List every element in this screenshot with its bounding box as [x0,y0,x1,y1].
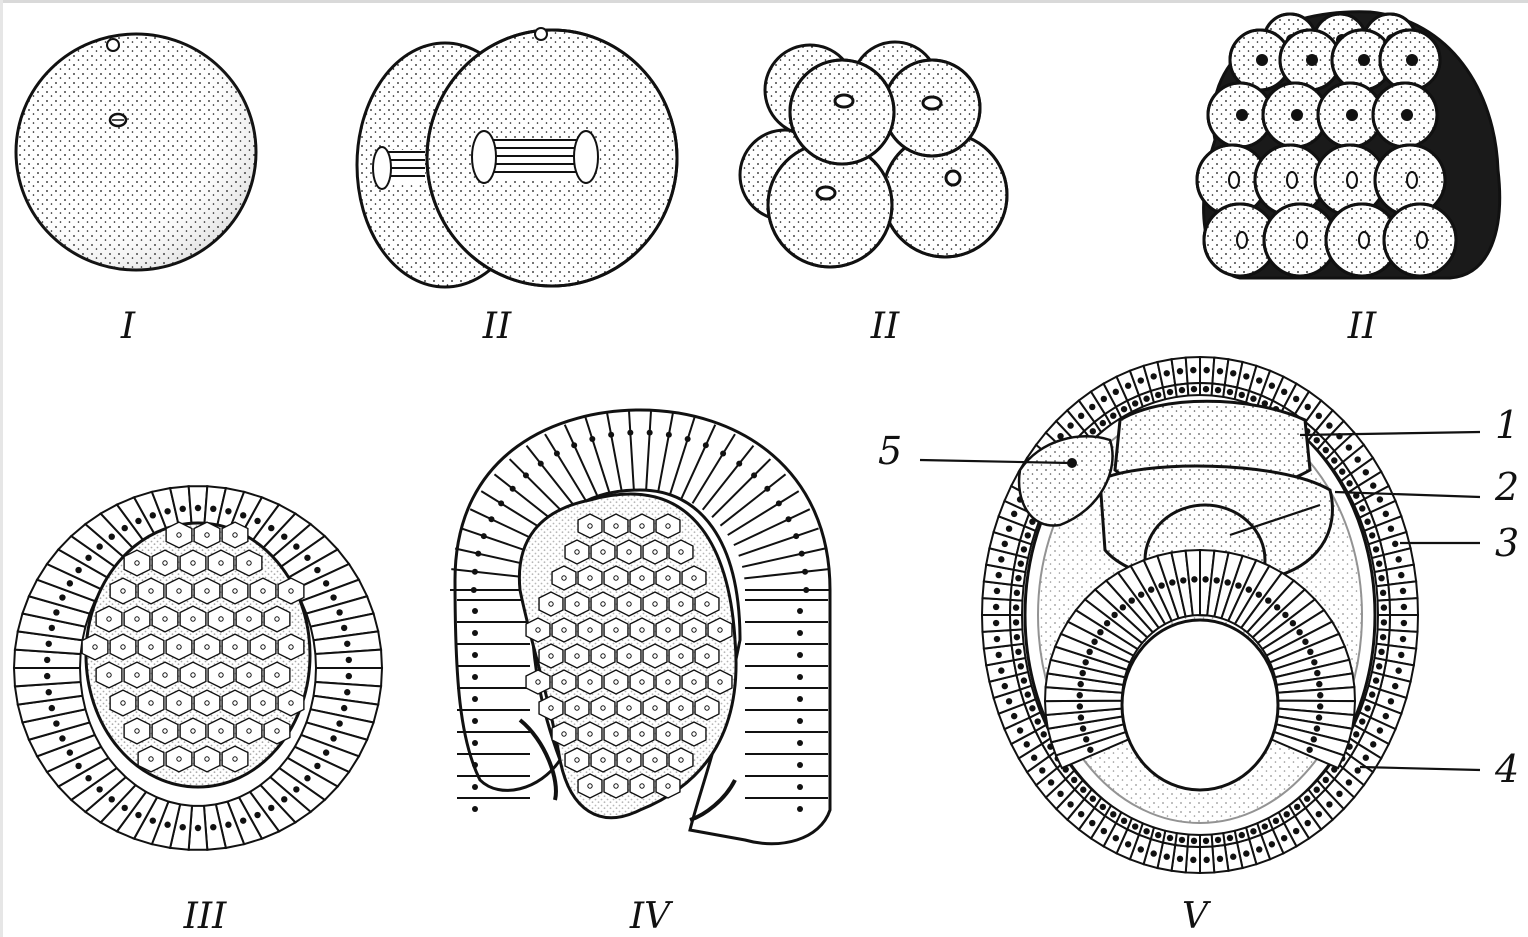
zygote-stage [16,34,256,270]
stage-label-eight-cell: II [870,306,900,347]
callout-label-5: 5 [878,429,902,473]
blastula-stage [14,486,382,850]
morula-stage [1197,12,1500,278]
stage-label-gastrula: IV [629,896,674,937]
stage-label-zygote: I [120,306,136,347]
stage-label-two-cell: II [482,306,512,347]
callout-label-1: 1 [1495,403,1519,447]
eight-cell-stage [740,42,1007,267]
callout-label-2: 2 [1494,465,1519,509]
neurula-stage [920,357,1480,873]
two-cell-stage [357,28,677,287]
callout-label-3: 3 [1495,521,1519,565]
callout-label-4: 4 [1494,747,1519,791]
gastrula-stage [450,410,830,844]
stage-label-neurula: V [1182,896,1212,937]
stage-label-blastula: III [183,896,227,937]
leader-line-4 [1360,767,1480,770]
stage-label-morula: II [1347,306,1377,347]
